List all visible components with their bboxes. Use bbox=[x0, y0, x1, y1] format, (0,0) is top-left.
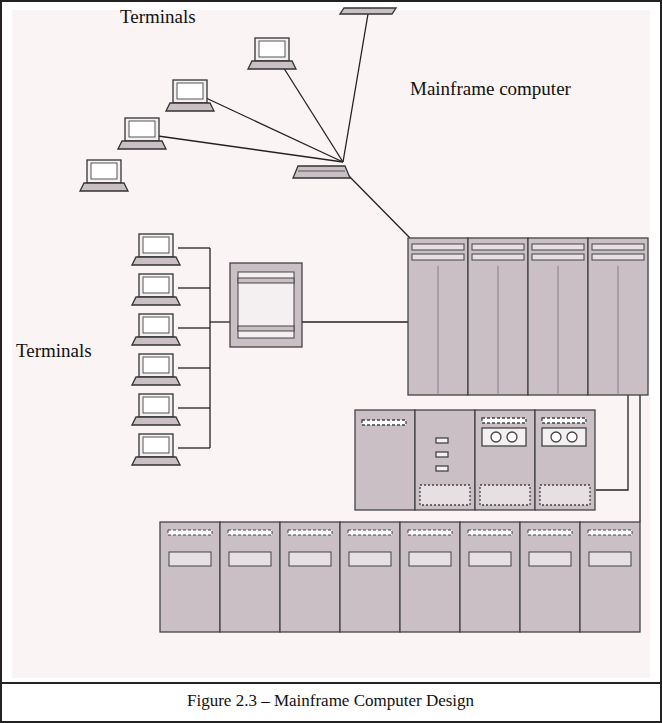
figure-caption: Figure 2.3 – Mainframe Computer Design bbox=[187, 691, 474, 711]
part-label: Terminals bbox=[16, 340, 92, 362]
part-label: Terminals bbox=[120, 6, 196, 28]
part-label: Mainframe computer bbox=[410, 78, 571, 100]
